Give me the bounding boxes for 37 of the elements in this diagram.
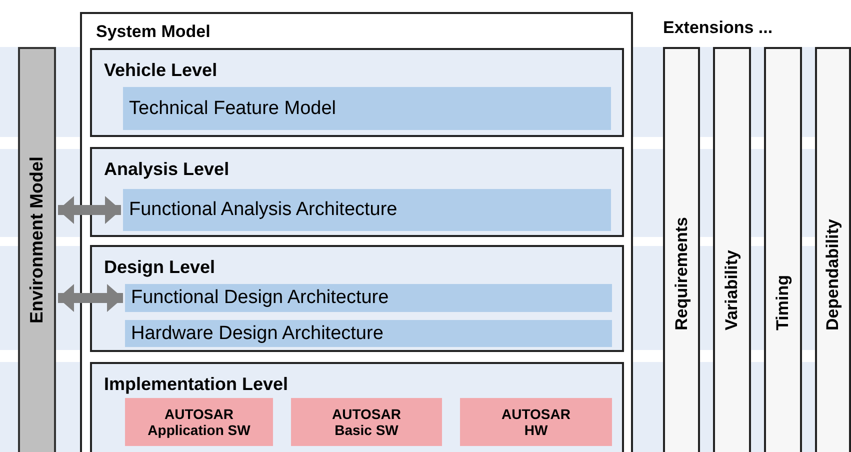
environment-model-bar (18, 47, 56, 452)
extension-column (663, 47, 700, 452)
double-arrow (58, 284, 123, 312)
block-label: AUTOSAR Basic SW (331, 406, 402, 438)
column-label: Requirements (672, 216, 692, 330)
section-heading: Extensions ... (663, 18, 773, 38)
architecture-bar (125, 284, 612, 312)
panel-heading: System Model (96, 22, 210, 42)
level-heading: Analysis Level (104, 159, 230, 180)
level-box (90, 245, 624, 352)
column-label: Dependability (823, 218, 843, 330)
architecture-bar (123, 87, 611, 130)
extension-column (764, 47, 802, 452)
software-block (125, 398, 273, 446)
column-label: Variability (722, 250, 742, 330)
bar-label: Technical Feature Model (129, 98, 336, 120)
column-label: Timing (773, 274, 793, 330)
extension-column (815, 47, 851, 452)
double-arrow (58, 196, 121, 224)
level-heading: Implementation Level (104, 374, 288, 395)
bar-label: Functional Design Architecture (131, 287, 389, 309)
level-heading: Vehicle Level (104, 60, 218, 81)
architecture-bar (125, 320, 612, 347)
block-label: AUTOSAR HW (500, 406, 572, 438)
software-block (291, 398, 442, 446)
block-label: AUTOSAR Application SW (146, 406, 252, 438)
bar-label: Environment Model (26, 156, 48, 324)
bar-label: Hardware Design Architecture (131, 322, 384, 344)
bar-label: Functional Analysis Architecture (129, 199, 398, 221)
system-model-panel (80, 12, 633, 452)
extension-column (713, 47, 751, 452)
architecture-bar (123, 189, 611, 231)
level-heading: Design Level (104, 257, 216, 278)
level-box (90, 147, 624, 237)
level-box (90, 48, 624, 137)
level-box (90, 362, 624, 452)
software-block (460, 398, 612, 446)
